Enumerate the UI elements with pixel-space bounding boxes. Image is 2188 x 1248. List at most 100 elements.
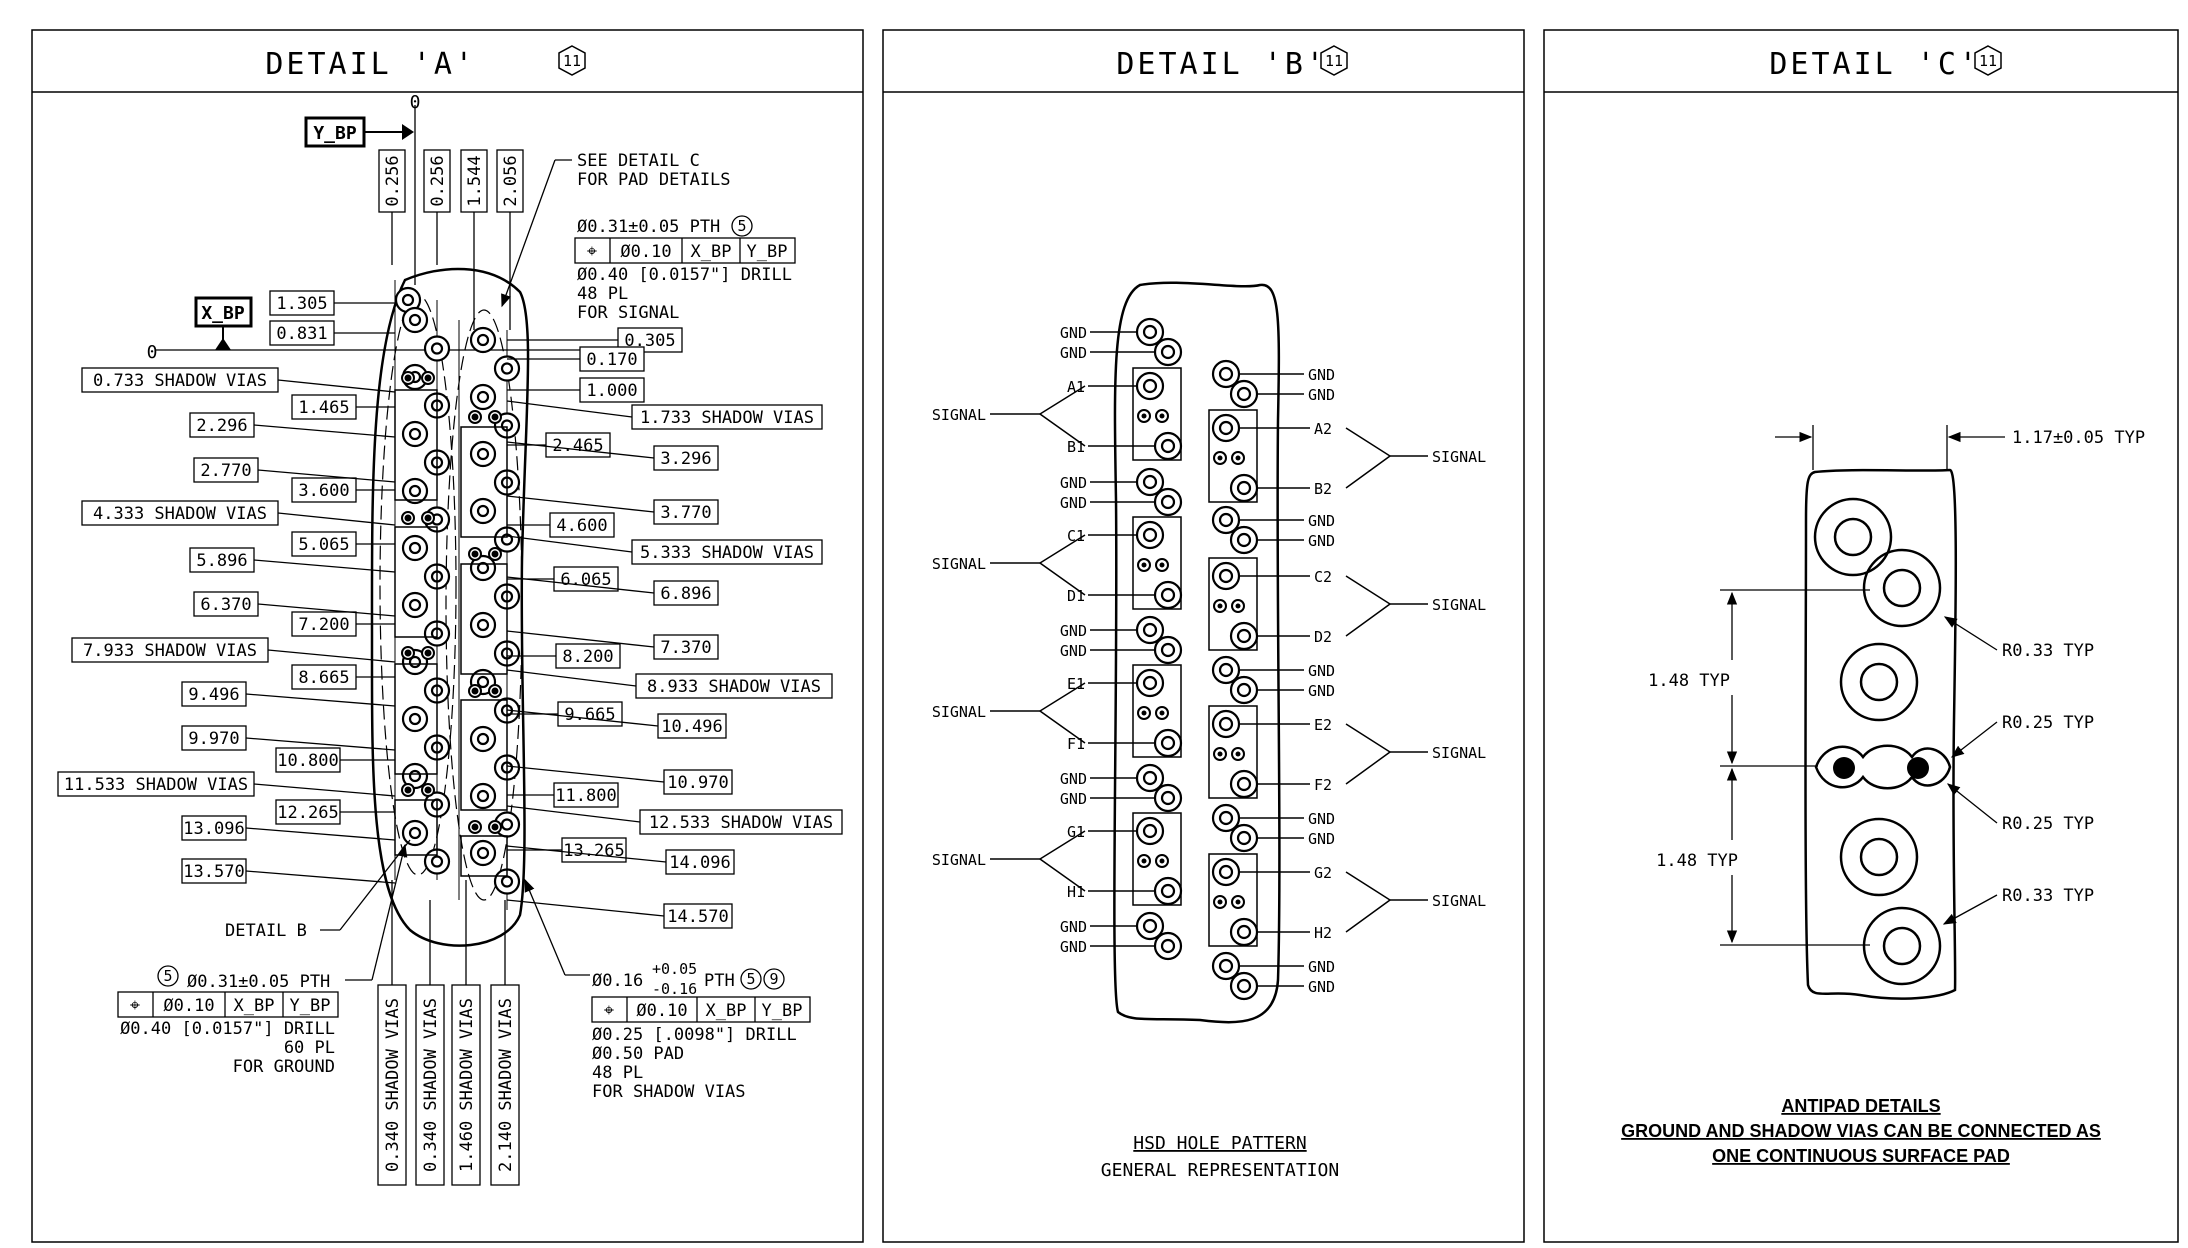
pin-label: GND [1239, 366, 1335, 384]
via-pad [401, 477, 429, 505]
signal-via-note: Ø0.31±0.05 PTH 5 ⌖ Ø0.10 X_BP Y_BP Ø0.40… [574, 215, 796, 323]
svg-text:PTH: PTH [704, 971, 735, 991]
svg-text:SEE DETAIL C: SEE DETAIL C [577, 151, 700, 171]
pin-label: GND [1060, 790, 1155, 808]
pin-label: A1 [1067, 378, 1137, 396]
dim-box: 7.200 [291, 611, 395, 637]
svg-text:48 PL: 48 PL [577, 284, 628, 304]
svg-text:6.370: 6.370 [200, 595, 251, 615]
svg-text:5.896: 5.896 [196, 551, 247, 571]
via-pad [1229, 675, 1259, 705]
panel-title-b: DETAIL 'B' [1116, 47, 1327, 82]
svg-text:11.533 SHADOW VIAS: 11.533 SHADOW VIAS [64, 775, 248, 795]
pin-label: GND [1060, 474, 1137, 492]
svg-text:GND: GND [1308, 386, 1335, 404]
detail-b-pads [1132, 317, 1259, 1001]
dim-box: 10.496 [506, 709, 727, 739]
svg-text:FOR GROUND: FOR GROUND [233, 1057, 335, 1077]
dim-box: 8.200 [507, 643, 621, 669]
top-dim-box: 2.056 [496, 149, 524, 330]
panel-title-c: DETAIL 'C' [1769, 47, 1980, 82]
via-pad [1153, 487, 1183, 517]
panel-detail-b [882, 29, 1525, 1243]
svg-text:14.096: 14.096 [669, 853, 730, 873]
svg-text:1.17±0.05 TYP: 1.17±0.05 TYP [2012, 428, 2145, 448]
svg-text:0.170: 0.170 [586, 350, 637, 370]
shadow-via [468, 410, 482, 424]
svg-text:9: 9 [769, 970, 778, 988]
pin-label: A2 [1239, 420, 1332, 438]
svg-text:0.340 SHADOW VIAS: 0.340 SHADOW VIAS [421, 998, 441, 1172]
dim-box: 10.970 [506, 765, 733, 795]
via-pad [401, 306, 429, 334]
shadow-via [1137, 854, 1151, 868]
svg-text:ANTIPAD DETAILS: ANTIPAD DETAILS [1781, 1096, 1940, 1116]
svg-text:FOR SHADOW VIAS: FOR SHADOW VIAS [592, 1082, 746, 1102]
dim-box: 3.296 [506, 441, 719, 471]
via-pad [1153, 431, 1183, 461]
svg-text:Ø0.10: Ø0.10 [163, 996, 214, 1016]
shadow-via [421, 646, 435, 660]
svg-text:Ø0.16: Ø0.16 [592, 971, 643, 991]
dim-box: 8.665 [291, 664, 395, 690]
via-pad [1211, 413, 1241, 443]
via-pad [493, 355, 521, 382]
pin-label: GND [1257, 830, 1335, 848]
position-icon: ⌖ [604, 1000, 614, 1021]
via-pad [469, 839, 497, 867]
pin-label: GND [1060, 324, 1137, 342]
datum-y-bp: Y_BP [304, 116, 414, 148]
svg-text:1.733 SHADOW VIAS: 1.733 SHADOW VIAS [640, 408, 814, 428]
see-detail-c-note: SEE DETAIL C FOR PAD DETAILS [501, 151, 731, 308]
panel-detail-c [1543, 29, 2179, 1243]
svg-text:ONE CONTINUOUS SURFACE PAD: ONE CONTINUOUS SURFACE PAD [1712, 1146, 2010, 1166]
feature-control-frame: ⌖ Ø0.10 X_BP Y_BP [117, 991, 339, 1018]
signal-bracket: SIGNAL [932, 385, 1086, 447]
shadow-via [1213, 895, 1227, 909]
svg-text:10.800: 10.800 [277, 751, 338, 771]
dim-box: 5.333 SHADOW VIAS [506, 535, 823, 565]
pin-label: GND [1257, 532, 1335, 550]
svg-text:GND: GND [1308, 662, 1335, 680]
via-pad [1229, 823, 1259, 853]
svg-text:10.496: 10.496 [661, 717, 722, 737]
svg-text:R0.25 TYP: R0.25 TYP [2002, 814, 2094, 834]
svg-text:GND: GND [1060, 622, 1087, 640]
via-pad [401, 705, 429, 733]
svg-text:0.340 SHADOW VIAS: 0.340 SHADOW VIAS [383, 998, 403, 1172]
dim-box: 14.096 [506, 845, 735, 875]
bottom-dim-box: 1.460 SHADOW VIAS [451, 880, 481, 1186]
dim-box: 11.800 [507, 782, 619, 808]
svg-text:GND: GND [1060, 918, 1087, 936]
shadow-via [1137, 409, 1151, 423]
svg-text:D2: D2 [1314, 628, 1332, 646]
svg-text:SIGNAL: SIGNAL [932, 555, 986, 573]
svg-text:8.933 SHADOW VIAS: 8.933 SHADOW VIAS [647, 677, 821, 697]
svg-text:13.265: 13.265 [563, 841, 624, 861]
svg-text:GND: GND [1308, 532, 1335, 550]
via-pad [401, 819, 429, 847]
via-pad [1153, 580, 1183, 610]
svg-text:H2: H2 [1314, 924, 1332, 942]
via-pad [401, 591, 429, 619]
detail-b-callout: DETAIL B [225, 839, 411, 941]
svg-text:Ø0.10: Ø0.10 [620, 242, 671, 262]
shadow-via [1155, 409, 1169, 423]
bottom-dimensions: 0.340 SHADOW VIAS 0.340 SHADOW VIAS 1.460 … [377, 880, 520, 1186]
signal-bracket: SIGNAL [1345, 427, 1486, 489]
svg-text:GND: GND [1308, 810, 1335, 828]
dim-box: 3.600 [291, 477, 395, 503]
svg-text:Y_BP: Y_BP [747, 242, 788, 262]
svg-text:GND: GND [1060, 770, 1087, 788]
svg-text:SIGNAL: SIGNAL [1432, 892, 1486, 910]
svg-text:+0.05: +0.05 [652, 960, 697, 978]
svg-text:SIGNAL: SIGNAL [1432, 596, 1486, 614]
via-pad [1229, 473, 1259, 503]
top-dim-box: 0.256 [378, 149, 406, 265]
pin-label: C2 [1239, 568, 1332, 586]
dim-box: 5.896 [189, 547, 396, 573]
svg-text:SIGNAL: SIGNAL [932, 851, 986, 869]
svg-text:1.305: 1.305 [276, 294, 327, 314]
pin-label: D1 [1067, 587, 1155, 605]
